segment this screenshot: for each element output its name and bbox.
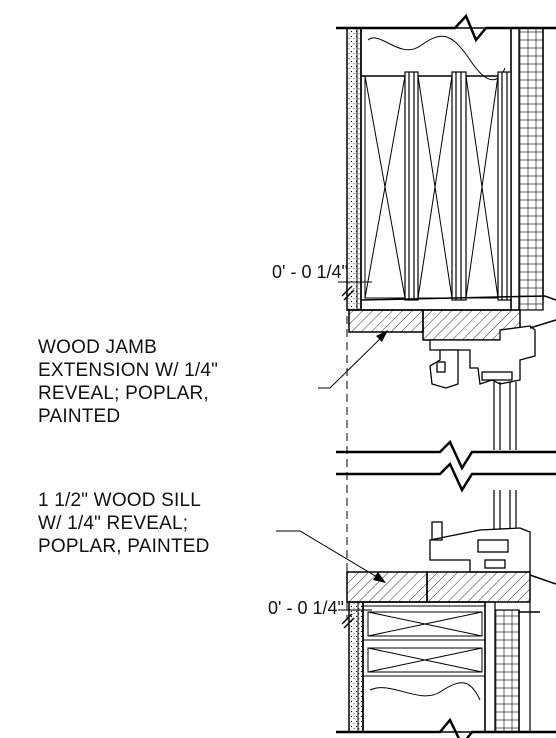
head-sheathing bbox=[510, 27, 520, 311]
head-dimension-tick bbox=[338, 281, 372, 301]
jamb-extension bbox=[348, 309, 521, 341]
window-head-frame bbox=[429, 319, 556, 389]
callout-line: 1 1/2" WOOD SILL bbox=[38, 490, 202, 511]
head-wall-assembly bbox=[346, 27, 556, 311]
sill-masonry-veneer bbox=[494, 609, 520, 733]
window-sill-frame bbox=[429, 521, 556, 585]
top-break-line bbox=[336, 13, 556, 43]
sill-reveal-dimension: 0' - 0 1/4" bbox=[268, 598, 344, 618]
jamb-leader bbox=[318, 330, 388, 389]
callout-line: WOOD JAMB bbox=[38, 337, 157, 358]
sill-leader bbox=[276, 530, 386, 583]
jamb-extension-callout: WOOD JAMB EXTENSION W/ 1/4" REVEAL; POPL… bbox=[38, 336, 218, 428]
head-insulation bbox=[367, 35, 506, 81]
head-gypsum-board bbox=[346, 27, 362, 311]
head-wall-frame bbox=[360, 27, 512, 311]
glazing-lower bbox=[493, 490, 517, 530]
sill-dimension-tick bbox=[338, 609, 372, 629]
callout-line: REVEAL; POPLAR, bbox=[38, 383, 209, 404]
callout-line: POPLAR, PAINTED bbox=[38, 536, 210, 557]
sill-insulation bbox=[369, 682, 481, 701]
wood-sill bbox=[346, 571, 531, 603]
sill-wall-assembly bbox=[348, 601, 540, 733]
middle-break-line bbox=[336, 439, 556, 471]
bottom-break-line bbox=[336, 717, 556, 738]
callout-line: EXTENSION W/ 1/4" bbox=[38, 360, 219, 381]
glazing-upper bbox=[493, 382, 517, 450]
head-masonry-veneer bbox=[518, 27, 544, 311]
head-studs bbox=[404, 71, 512, 301]
callout-line: PAINTED bbox=[38, 406, 121, 427]
sill-wall-frame bbox=[362, 601, 486, 733]
callout-line: W/ 1/4" REVEAL; bbox=[38, 513, 189, 534]
wood-sill-callout: 1 1/2" WOOD SILL W/ 1/4" REVEAL; POPLAR,… bbox=[38, 489, 210, 558]
head-header-boards bbox=[364, 75, 499, 299]
head-reveal-dimension: 0' - 0 1/4" bbox=[272, 262, 348, 282]
